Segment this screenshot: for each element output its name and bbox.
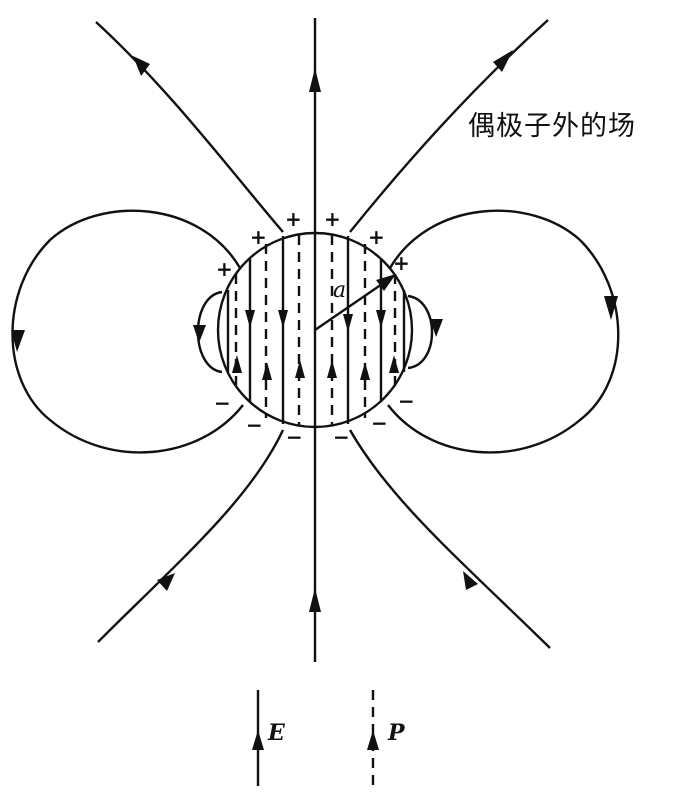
svg-text:−: −	[246, 413, 263, 437]
arrow-loop-right	[604, 296, 618, 320]
radius-arrow	[314, 281, 386, 331]
field-lobe-right	[407, 294, 434, 370]
field-line-upper-left	[95, 21, 284, 233]
arrow-upper-left	[133, 56, 150, 76]
arrow-loop-left	[11, 330, 25, 352]
field-loop-left	[11, 209, 244, 454]
arrow-bottom-center	[309, 588, 321, 612]
field-line-upper-right	[349, 19, 549, 233]
arrow-lobe-left	[193, 325, 206, 343]
svg-text:+: +	[285, 207, 302, 231]
svg-text:−: −	[371, 411, 388, 435]
arrow-upper-right	[493, 50, 513, 72]
legend-e: E	[252, 690, 286, 786]
svg-text:−: −	[398, 389, 415, 413]
svg-text:+: +	[393, 251, 410, 275]
arrow-lobe-right	[430, 319, 443, 337]
legend-p: P	[367, 690, 406, 786]
radius-label: a	[333, 278, 346, 303]
svg-text:−: −	[286, 425, 303, 449]
field-loop-right	[387, 209, 620, 454]
interior-e-arrows	[245, 310, 386, 332]
dielectric-sphere	[216, 231, 414, 429]
svg-text:−: −	[333, 425, 350, 449]
arrow-top-center	[309, 68, 321, 92]
field-line-lower-left	[97, 429, 285, 643]
interior-e-lines	[226, 236, 406, 424]
svg-text:+: +	[216, 257, 233, 281]
arrow-lower-left	[157, 573, 175, 591]
legend-e-label: E	[267, 720, 286, 746]
svg-text:−: −	[214, 391, 231, 415]
svg-text:+: +	[324, 207, 341, 231]
surface-charges: + + + + + + − − − − − −	[214, 207, 415, 449]
diagram-caption: 偶极子外的场	[468, 111, 636, 142]
svg-text:+: +	[368, 225, 385, 249]
legend: E P	[252, 690, 406, 786]
field-line-lower-right	[348, 429, 551, 649]
legend-p-label: P	[387, 720, 406, 746]
arrow-lower-right	[463, 571, 478, 590]
interior-p-arrows	[232, 355, 399, 380]
svg-text:+: +	[250, 225, 267, 249]
